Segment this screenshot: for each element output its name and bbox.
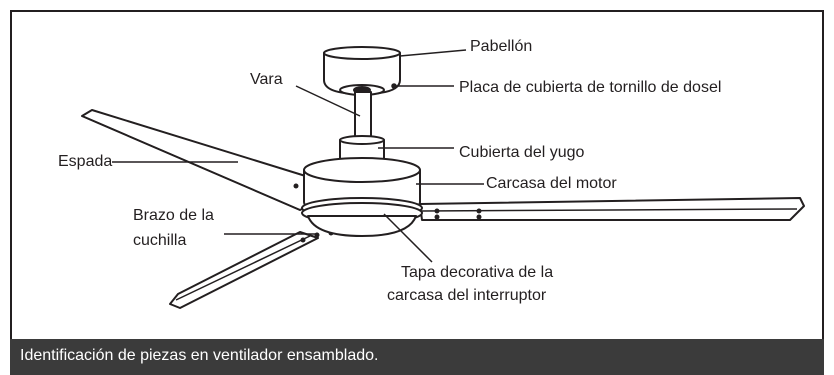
caption-bar: Identificación de piezas en ventilador e… (10, 339, 824, 375)
label-cubierta-yugo: Cubierta del yugo (459, 144, 585, 161)
blade-lower-left (169, 231, 319, 309)
label-placa: Placa de cubierta de tornillo de dosel (459, 79, 722, 96)
label-tapa-line1: Tapa decorativa de la (401, 264, 554, 281)
label-espada: Espada (58, 153, 113, 170)
label-vara: Vara (250, 71, 283, 88)
label-brazo-line2: cuchilla (133, 232, 187, 249)
canopy (323, 46, 401, 96)
label-pabellon: Pabellón (470, 38, 533, 55)
leader-lines (112, 49, 484, 263)
label-brazo-line1: Brazo de la (133, 207, 214, 224)
figure-caption: Identificación de piezas en ventilador e… (20, 347, 379, 364)
label-carcasa-motor: Carcasa del motor (486, 175, 617, 192)
blade-upper-left (81, 109, 321, 211)
blade-right (419, 197, 805, 221)
switch-housing-cap (301, 197, 423, 237)
downrod (354, 91, 372, 143)
label-tapa-line2: carcasa del interruptor (387, 287, 547, 304)
